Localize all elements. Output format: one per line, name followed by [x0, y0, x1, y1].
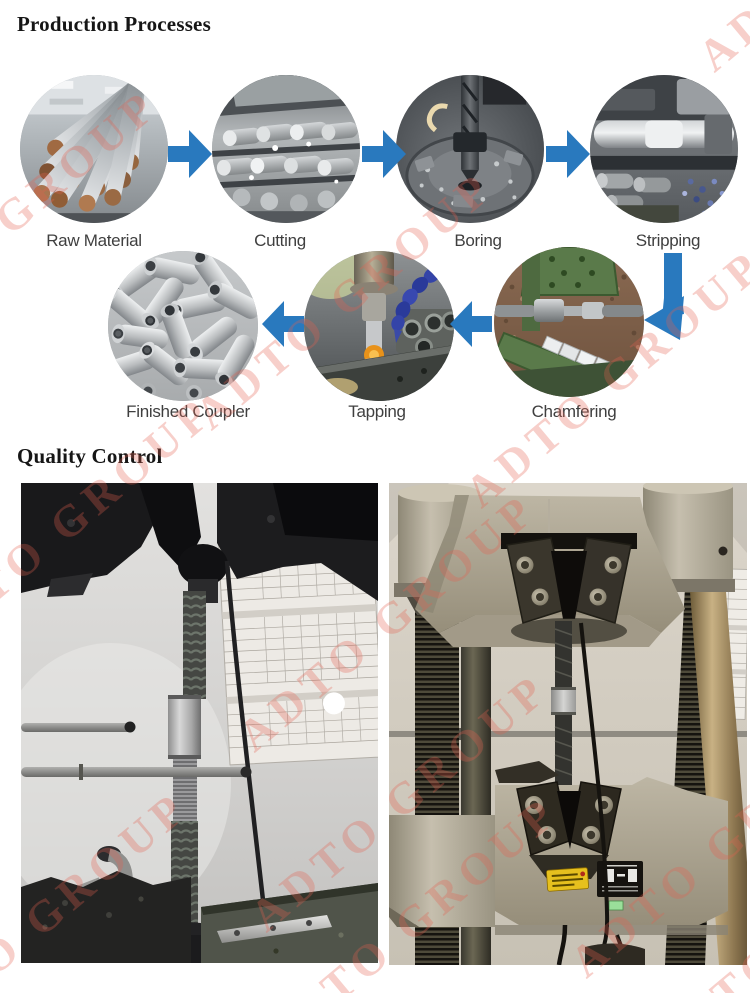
- step-label-raw-material: Raw Material: [46, 231, 142, 250]
- production-processes-heading: Production Processes: [17, 12, 211, 36]
- upper-grip-v: [501, 533, 637, 644]
- process-photo-stripping: [590, 75, 738, 223]
- arrow-left-icon: [450, 300, 492, 348]
- process-photo-raw-material: [20, 75, 168, 223]
- quality-photo-testing-machine: [389, 483, 747, 965]
- step-label-chamfering: Chamfering: [531, 402, 617, 421]
- quality-control-heading: Quality Control: [17, 444, 163, 468]
- arrow-down-left-icon: [628, 248, 708, 344]
- specimen-rebar-right: [551, 621, 576, 789]
- step-label-boring: Boring: [454, 231, 502, 250]
- arrow-left-icon: [262, 300, 304, 348]
- cut-slugs: [212, 121, 360, 213]
- arrow-right-icon: [362, 128, 406, 180]
- green-sticker: [608, 900, 624, 911]
- step-label-cutting: Cutting: [254, 231, 306, 250]
- process-photo-boring: [396, 75, 544, 223]
- machine-base: [21, 871, 378, 963]
- process-photo-finished-coupler: [108, 251, 258, 401]
- coupler-pile: [108, 251, 258, 401]
- coupler-fixture: [402, 311, 454, 356]
- process-photo-chamfering: [494, 247, 644, 397]
- step-label-stripping: Stripping: [635, 231, 701, 250]
- watermark-text: ADTO GROUP: [688, 0, 750, 82]
- process-photo-tapping: [304, 251, 454, 401]
- steel-bars: [33, 75, 168, 212]
- quality-photo-tensile-test-closeup: [21, 483, 378, 963]
- shaft-with-coupler: [494, 299, 644, 322]
- arrow-right-icon: [168, 128, 212, 180]
- step-label-finished-coupler: Finished Coupler: [126, 402, 250, 421]
- process-photo-cutting: [212, 75, 360, 223]
- lower-crosshead: [389, 761, 728, 935]
- upper-grip-assembly: [21, 483, 378, 603]
- cables: [556, 622, 645, 965]
- step-label-tapping: Tapping: [348, 402, 406, 421]
- arrow-right-icon: [546, 128, 590, 180]
- wall-chart-tables: [217, 526, 378, 766]
